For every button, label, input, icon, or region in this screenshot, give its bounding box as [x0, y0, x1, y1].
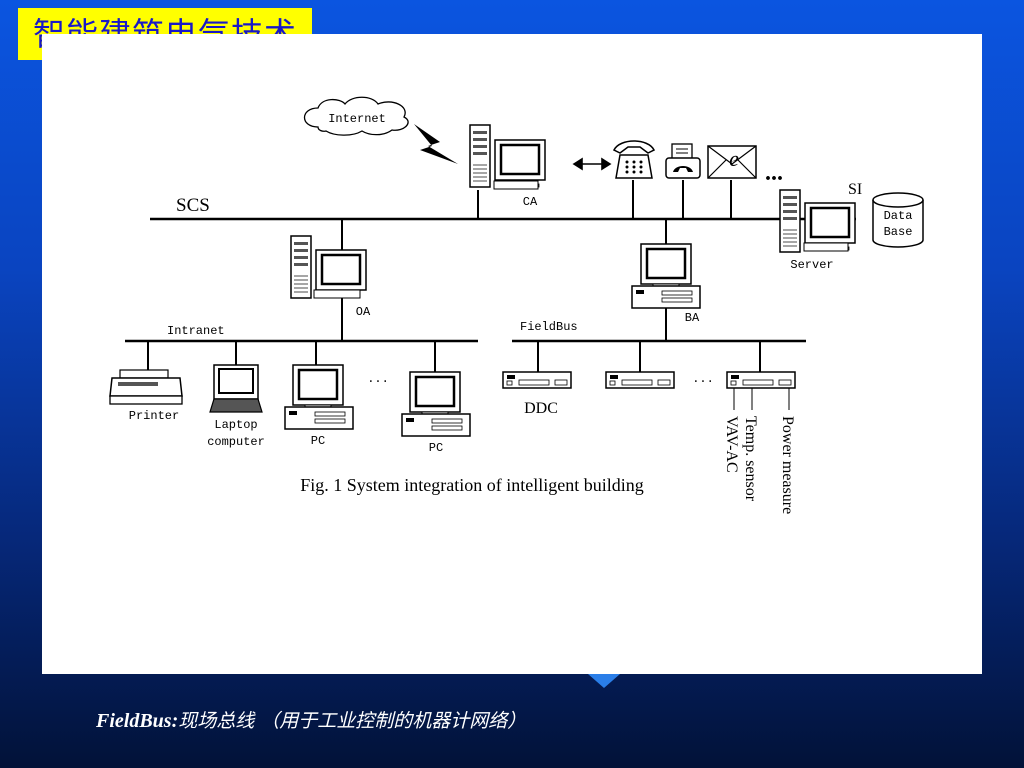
ddc-unit-1 [502, 371, 572, 389]
printer-label: Printer [129, 409, 179, 423]
ddc-label: DDC [524, 400, 558, 417]
double-arrow-icon [572, 157, 612, 171]
ca-computer: CA [469, 124, 547, 209]
pc-computer-1: PC [284, 363, 354, 448]
bus-drops [147, 180, 792, 372]
server-label: Server [790, 258, 833, 272]
power-measure-label: Power measure [779, 416, 796, 514]
internet-label: Internet [328, 112, 386, 126]
server-computer: Server [779, 189, 857, 272]
footer-note: FieldBus:现场总线 （用于工业控制的机器计网络） [96, 706, 526, 733]
scs-label: SCS [176, 195, 210, 216]
laptop-icon: Laptop computer [207, 364, 265, 449]
database-label-line1: Data [884, 209, 913, 223]
pc1-label: PC [311, 434, 325, 448]
footer-description: 现场总线 （用于工业控制的机器计网络） [178, 710, 527, 732]
figure-caption: Fig. 1 System integration of intelligent… [300, 475, 643, 495]
laptop-label-line2: computer [207, 435, 265, 449]
sensor-leads [733, 388, 790, 410]
email-icon: e [707, 145, 757, 179]
ba-label: BA [685, 311, 700, 325]
telephone-icon [612, 140, 656, 179]
intranet-ellipsis: ... [367, 372, 389, 386]
si-label: SI [848, 181, 862, 198]
ba-computer: BA [631, 242, 701, 325]
pc2-label: PC [429, 441, 443, 455]
ca-label: CA [523, 195, 538, 209]
ddc-unit-3 [726, 371, 796, 389]
fieldbus-label: FieldBus [520, 320, 578, 334]
ddc-unit-2 [605, 371, 675, 389]
oa-label: OA [356, 305, 371, 319]
fieldbus-ellipsis: ... [692, 372, 714, 386]
printer-icon: Printer [109, 369, 183, 423]
bus-lines [125, 217, 856, 343]
oa-computer: OA [290, 235, 371, 319]
laptop-label-line1: Laptop [214, 418, 257, 432]
lightning-icon [414, 124, 458, 164]
footer-term: FieldBus: [96, 710, 179, 732]
intranet-label: Intranet [167, 324, 225, 338]
fax-icon [665, 143, 701, 179]
database-icon: Data Base [872, 192, 924, 248]
pc-computer-2: PC [401, 370, 471, 455]
panel-notch [588, 674, 620, 688]
internet-cloud: Internet [303, 96, 409, 136]
comm-ellipsis: ... [765, 160, 783, 186]
email-symbol: e [729, 146, 739, 171]
vav-ac-label: VAV-AC [723, 416, 740, 473]
database-label-line2: Base [884, 225, 913, 239]
temp-sensor-label: Temp. sensor [742, 416, 759, 502]
